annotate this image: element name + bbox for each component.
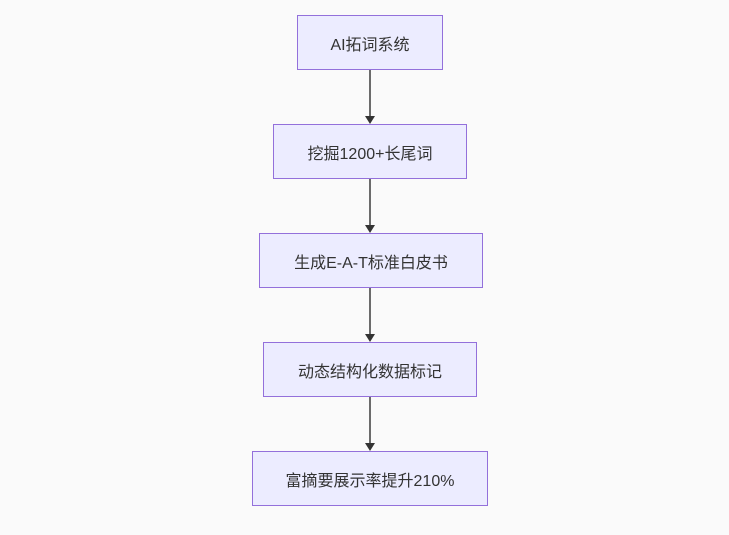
flow-node-structured-data-markup: 动态结构化数据标记	[263, 342, 477, 397]
arrow-down-icon	[365, 334, 375, 342]
arrow-down-icon	[365, 443, 375, 451]
arrow-line	[369, 288, 371, 334]
arrow-line	[369, 70, 371, 116]
flow-node-label: AI拓词系统	[330, 36, 410, 54]
flow-arrow-3	[364, 288, 376, 342]
flow-node-ai-expansion-system: AI拓词系统	[297, 15, 443, 70]
arrow-down-icon	[365, 225, 375, 233]
flow-node-eat-whitepaper: 生成E-A-T标准白皮书	[259, 233, 483, 288]
flow-node-longtail-mining: 挖掘1200+长尾词	[273, 124, 467, 179]
flow-node-label: 富摘要展示率提升210%	[285, 472, 455, 490]
flow-arrow-4	[364, 397, 376, 451]
flow-arrow-2	[364, 179, 376, 233]
flow-node-rich-snippet-uplift: 富摘要展示率提升210%	[252, 451, 488, 506]
arrow-line	[369, 179, 371, 225]
arrow-line	[369, 397, 371, 443]
flow-node-label: 生成E-A-T标准白皮书	[294, 254, 448, 272]
flow-node-label: 挖掘1200+长尾词	[307, 145, 433, 163]
flow-node-label: 动态结构化数据标记	[297, 363, 442, 381]
flow-arrow-1	[364, 70, 376, 124]
arrow-down-icon	[365, 116, 375, 124]
